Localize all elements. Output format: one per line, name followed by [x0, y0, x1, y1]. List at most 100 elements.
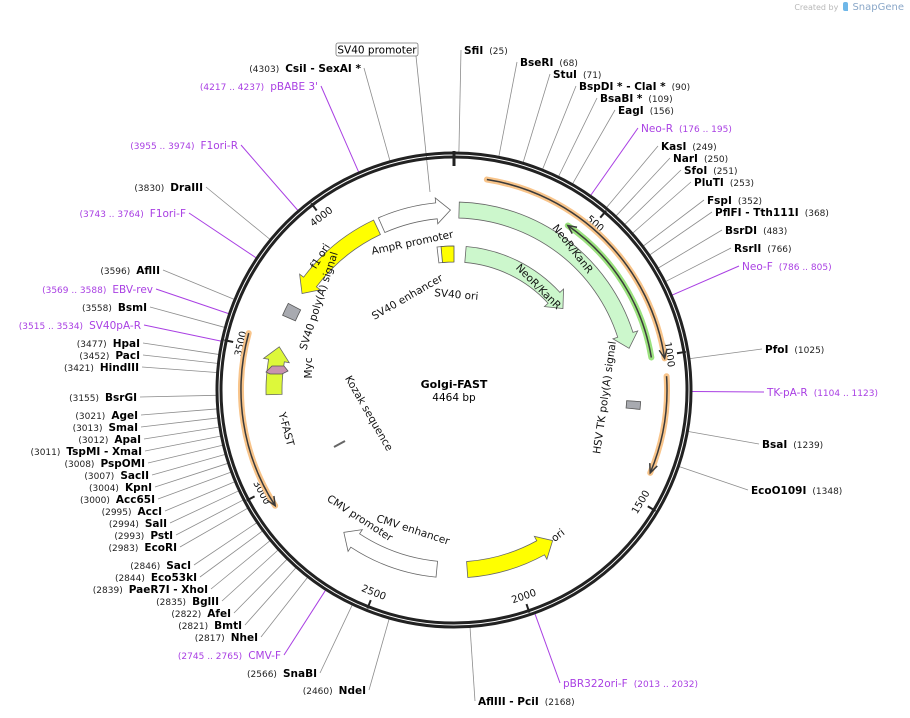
- enzyme-leader-line: [142, 342, 219, 355]
- enzyme-site-paer7i[interactable]: (2839)PaeR7I - XhoI: [93, 584, 208, 596]
- enzyme-site-snabi[interactable]: (2566)SnaBI: [247, 668, 317, 680]
- enzyme-leader-line: [572, 109, 616, 184]
- enzyme-site-kasi[interactable]: KasI(249): [661, 141, 717, 153]
- enzyme-site-ecori[interactable]: (2983)EcoRI: [108, 542, 177, 554]
- enzyme-site-hindiii[interactable]: (3421)HindIII: [64, 362, 139, 374]
- enzyme-site-afei[interactable]: (2822)AfeI: [171, 608, 231, 620]
- enzyme-site-bsai[interactable]: BsaI(1239): [762, 439, 823, 451]
- tick-label: 1500: [630, 489, 653, 516]
- enzyme-site-tspmi[interactable]: (3011)TspMI - XmaI: [30, 446, 142, 458]
- primer-sv40pa-r[interactable]: (3515 .. 3534)SV40pA-R: [19, 320, 141, 332]
- tick-1000: [676, 350, 687, 355]
- enzyme-leader-line: [140, 417, 218, 428]
- primer-f1ori-f[interactable]: (3743 .. 3764)F1ori-F: [80, 208, 187, 220]
- enzyme-site-bmti[interactable]: (2821)BmtI: [178, 620, 242, 632]
- enzyme-site-ndei[interactable]: (2460)NdeI: [303, 685, 366, 697]
- enzyme-site-eco53ki[interactable]: (2844)Eco53kI: [115, 572, 197, 584]
- enzyme-site-bsrgi[interactable]: (3155)BsrGI: [69, 392, 137, 404]
- enzyme-site-csii[interactable]: (4303)CsiI - SexAI *: [249, 63, 361, 75]
- enzyme-site-bsrdi[interactable]: BsrDI(483): [725, 225, 787, 237]
- enzyme-leader-line: [154, 463, 228, 488]
- enzyme-leader-line: [169, 490, 239, 524]
- feature-sv40-ori-box[interactable]: [440, 245, 455, 263]
- enzyme-site-sali[interactable]: (2994)SalI: [109, 518, 167, 530]
- label-y-fast: Y-FAST: [275, 410, 296, 448]
- feature-sv40-polya[interactable]: [282, 302, 302, 322]
- orf-neo-inner-arrowhead-icon: [566, 224, 578, 235]
- enzyme-site-bglii[interactable]: (2835)BglII: [156, 596, 219, 608]
- feature-cmv-promoter-enhancer[interactable]: [343, 529, 438, 578]
- enzyme-leader-line: [175, 499, 244, 536]
- enzyme-site-psti[interactable]: (2993)PstI: [114, 530, 173, 542]
- enzyme-leader-line: [558, 97, 598, 177]
- orf-neo-inner[interactable]: [567, 224, 653, 358]
- primer-neo-f[interactable]: Neo-F(786 .. 805): [742, 261, 832, 273]
- enzyme-site-apai[interactable]: (3012)ApaI: [78, 434, 141, 446]
- enzyme-leader-line: [233, 559, 288, 614]
- enzyme-site-fspi[interactable]: FspI(352): [707, 195, 762, 207]
- enzyme-site-pluti[interactable]: PluTI(253): [694, 177, 754, 189]
- enzyme-leader-line: [140, 408, 217, 416]
- feature-hsv-tk-polya[interactable]: [625, 400, 642, 410]
- primer-leader-line: [188, 212, 257, 259]
- enzyme-site-saci[interactable]: (2846)SacI: [130, 560, 191, 572]
- enzyme-site-nhei[interactable]: (2817)NheI: [195, 632, 258, 644]
- enzyme-site-nari[interactable]: NarI(250): [673, 153, 728, 165]
- label-kozak: Kozak sequence: [342, 374, 395, 453]
- primer-ebv-rev[interactable]: (3569 .. 3588)EBV-rev: [42, 284, 153, 296]
- enzyme-site-draiii[interactable]: (3830)DraIII: [134, 182, 203, 194]
- feature-f1-ori[interactable]: [299, 219, 381, 294]
- enzyme-site-smai[interactable]: (3013)SmaI: [73, 422, 138, 434]
- plasmid-length: 4464 bp: [432, 392, 476, 404]
- enzyme-site-rsrii[interactable]: RsrII(766): [734, 243, 792, 255]
- enzyme-site-pflfi[interactable]: PflFI - Tth111I(368): [715, 207, 829, 219]
- primer-neo-r[interactable]: Neo-R(176 .. 195): [641, 123, 732, 135]
- enzyme-site-kpni[interactable]: (3004)KpnI: [89, 482, 152, 494]
- enzyme-site-hpai[interactable]: (3477)HpaI: [77, 338, 140, 350]
- enzyme-leader-line: [199, 530, 263, 578]
- primer-pbabe-3-[interactable]: (4217 .. 4237)pBABE 3': [200, 81, 318, 93]
- enzyme-site-agei[interactable]: (3021)AgeI: [75, 410, 138, 422]
- primer-leader-line: [590, 127, 639, 196]
- enzyme-site-bsabi[interactable]: BsaBI *(109): [600, 93, 673, 105]
- enzyme-site-pspomi[interactable]: (3008)PspOMI: [65, 458, 146, 470]
- enzyme-site-ecoo109i[interactable]: EcoO109I(1348): [751, 485, 842, 497]
- enzyme-site-acc65i[interactable]: (3000)Acc65I: [80, 494, 155, 506]
- enzyme-site-bsmi[interactable]: (3558)BsmI: [82, 302, 147, 314]
- enzyme-site-pfoi[interactable]: PfoI(1025): [765, 344, 824, 356]
- feature-ori[interactable]: [466, 535, 554, 578]
- primer-tk-pa-r[interactable]: TK-pA-R(1104 .. 1123): [766, 387, 878, 399]
- enzyme-site-sacii[interactable]: (3007)SacII: [84, 470, 149, 482]
- orf-right-upper-arrowhead-icon: [658, 348, 668, 361]
- enzyme-leader-line: [522, 73, 551, 163]
- feature-myc[interactable]: [265, 365, 289, 375]
- primer-f1ori-r[interactable]: (3955 .. 3974)F1ori-R: [130, 140, 238, 152]
- site-labels: SfiI(25) BseRI(68)StuI(71)BspDI * - ClaI …: [19, 45, 878, 708]
- feature-neor-kanr-inner[interactable]: [464, 246, 564, 310]
- enzyme-site-acci[interactable]: (2995)AccI: [102, 506, 162, 518]
- enzyme-leader-line: [143, 426, 219, 440]
- enzyme-site-bspdi[interactable]: BspDI * - ClaI *(90): [579, 81, 690, 93]
- enzyme-site-stui[interactable]: StuI(71): [553, 69, 601, 81]
- enzyme-leader-line: [319, 604, 353, 674]
- feature-neor-kanr-outer[interactable]: [458, 201, 639, 349]
- orf-left[interactable]: [240, 332, 276, 507]
- enzyme-site-sfoi[interactable]: SfoI(251): [684, 165, 737, 177]
- orf-right-upper[interactable]: [486, 178, 666, 359]
- enzyme-site-bseri[interactable]: BseRI(68): [520, 57, 578, 69]
- enzyme-site-paci[interactable]: (3452)PacI: [79, 350, 140, 362]
- enzyme-site-sfii[interactable]: SfiI(25): [464, 45, 508, 57]
- sv40-promoter-label[interactable]: SV40 promoter: [335, 42, 419, 57]
- enzyme-site-afliii[interactable]: AflIII - PciI(2168): [478, 696, 575, 708]
- feature-kozak[interactable]: [333, 440, 346, 448]
- feature-ampr-promoter[interactable]: [377, 197, 452, 234]
- tick-label: 2500: [360, 583, 388, 603]
- primer-pbr322ori-f[interactable]: pBR322ori-F(2013 .. 2032): [563, 678, 698, 690]
- primer-cmv-f[interactable]: (2745 .. 2765)CMV-F: [178, 650, 281, 662]
- enzyme-leader-line: [244, 567, 297, 626]
- enzyme-site-eagi[interactable]: EagI(156): [618, 105, 674, 117]
- enzyme-site-aflii[interactable]: (3596)AflII: [100, 265, 160, 277]
- enzyme-leader-line: [498, 61, 518, 157]
- orf-right-lower[interactable]: [649, 376, 668, 474]
- enzyme-leader-line: [221, 549, 279, 602]
